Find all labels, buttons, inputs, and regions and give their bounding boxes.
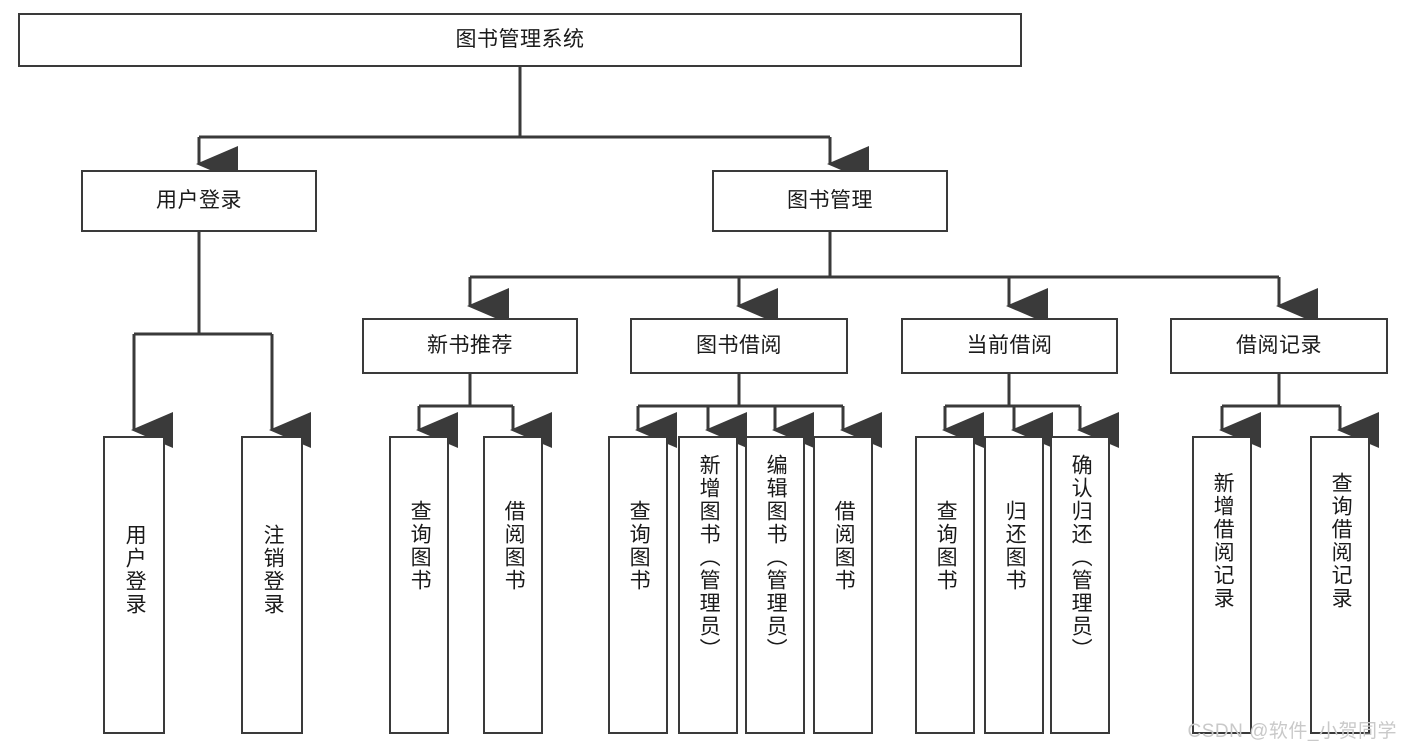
node-leaf-confirm-return[interactable]: 确认归还（管理员） — [1050, 436, 1110, 734]
node-leaf-query-book-2[interactable]: 查询图书 — [608, 436, 668, 734]
node-borrow-record[interactable]: 借阅记录 — [1170, 318, 1388, 374]
node-leaf-borrow-book-1[interactable]: 借阅图书 — [483, 436, 543, 734]
node-user-login-label: 用户登录 — [156, 189, 242, 213]
node-leaf-user-login[interactable]: 用户登录 — [103, 436, 165, 734]
node-leaf-confirm-return-label: 确认归还（管理员） — [1069, 454, 1093, 661]
node-leaf-query-book-3[interactable]: 查询图书 — [915, 436, 975, 734]
node-leaf-user-login-label: 用户登录 — [123, 524, 147, 616]
node-user-login[interactable]: 用户登录 — [81, 170, 317, 232]
node-root[interactable]: 图书管理系统 — [18, 13, 1022, 67]
node-current-borrow[interactable]: 当前借阅 — [901, 318, 1118, 374]
node-leaf-return-book[interactable]: 归还图书 — [984, 436, 1044, 734]
node-borrow-record-label: 借阅记录 — [1236, 334, 1322, 358]
node-leaf-query-book-2-label: 查询图书 — [627, 500, 651, 592]
node-leaf-logout-login[interactable]: 注销登录 — [241, 436, 303, 734]
node-leaf-add-book-label: 新增图书（管理员） — [697, 454, 721, 661]
node-leaf-edit-book-label: 编辑图书（管理员） — [764, 454, 788, 661]
watermark-text: CSDN @软件_小贺同学 — [1187, 721, 1397, 742]
node-book-manage-label: 图书管理 — [787, 189, 873, 213]
node-leaf-query-book-1[interactable]: 查询图书 — [389, 436, 449, 734]
node-book-borrow[interactable]: 图书借阅 — [630, 318, 848, 374]
node-leaf-borrow-book-1-label: 借阅图书 — [502, 500, 526, 592]
node-leaf-query-book-1-label: 查询图书 — [408, 500, 432, 592]
node-root-label: 图书管理系统 — [455, 28, 585, 52]
node-book-borrow-label: 图书借阅 — [696, 334, 782, 358]
node-leaf-return-book-label: 归还图书 — [1003, 500, 1027, 592]
node-leaf-add-book[interactable]: 新增图书（管理员） — [678, 436, 738, 734]
node-leaf-query-record-label: 查询借阅记录 — [1329, 472, 1353, 610]
node-leaf-query-record[interactable]: 查询借阅记录 — [1310, 436, 1370, 734]
node-current-borrow-label: 当前借阅 — [966, 334, 1053, 358]
node-leaf-borrow-book-2-label: 借阅图书 — [832, 500, 856, 592]
node-new-book-recommend[interactable]: 新书推荐 — [362, 318, 578, 374]
node-leaf-add-record-label: 新增借阅记录 — [1211, 472, 1235, 610]
node-book-manage[interactable]: 图书管理 — [712, 170, 948, 232]
node-new-book-recommend-label: 新书推荐 — [427, 334, 513, 358]
node-leaf-borrow-book-2[interactable]: 借阅图书 — [813, 436, 873, 734]
node-leaf-edit-book[interactable]: 编辑图书（管理员） — [745, 436, 805, 734]
node-leaf-query-book-3-label: 查询图书 — [934, 500, 958, 592]
node-leaf-logout-login-label: 注销登录 — [261, 524, 285, 616]
node-leaf-add-record[interactable]: 新增借阅记录 — [1192, 436, 1252, 734]
